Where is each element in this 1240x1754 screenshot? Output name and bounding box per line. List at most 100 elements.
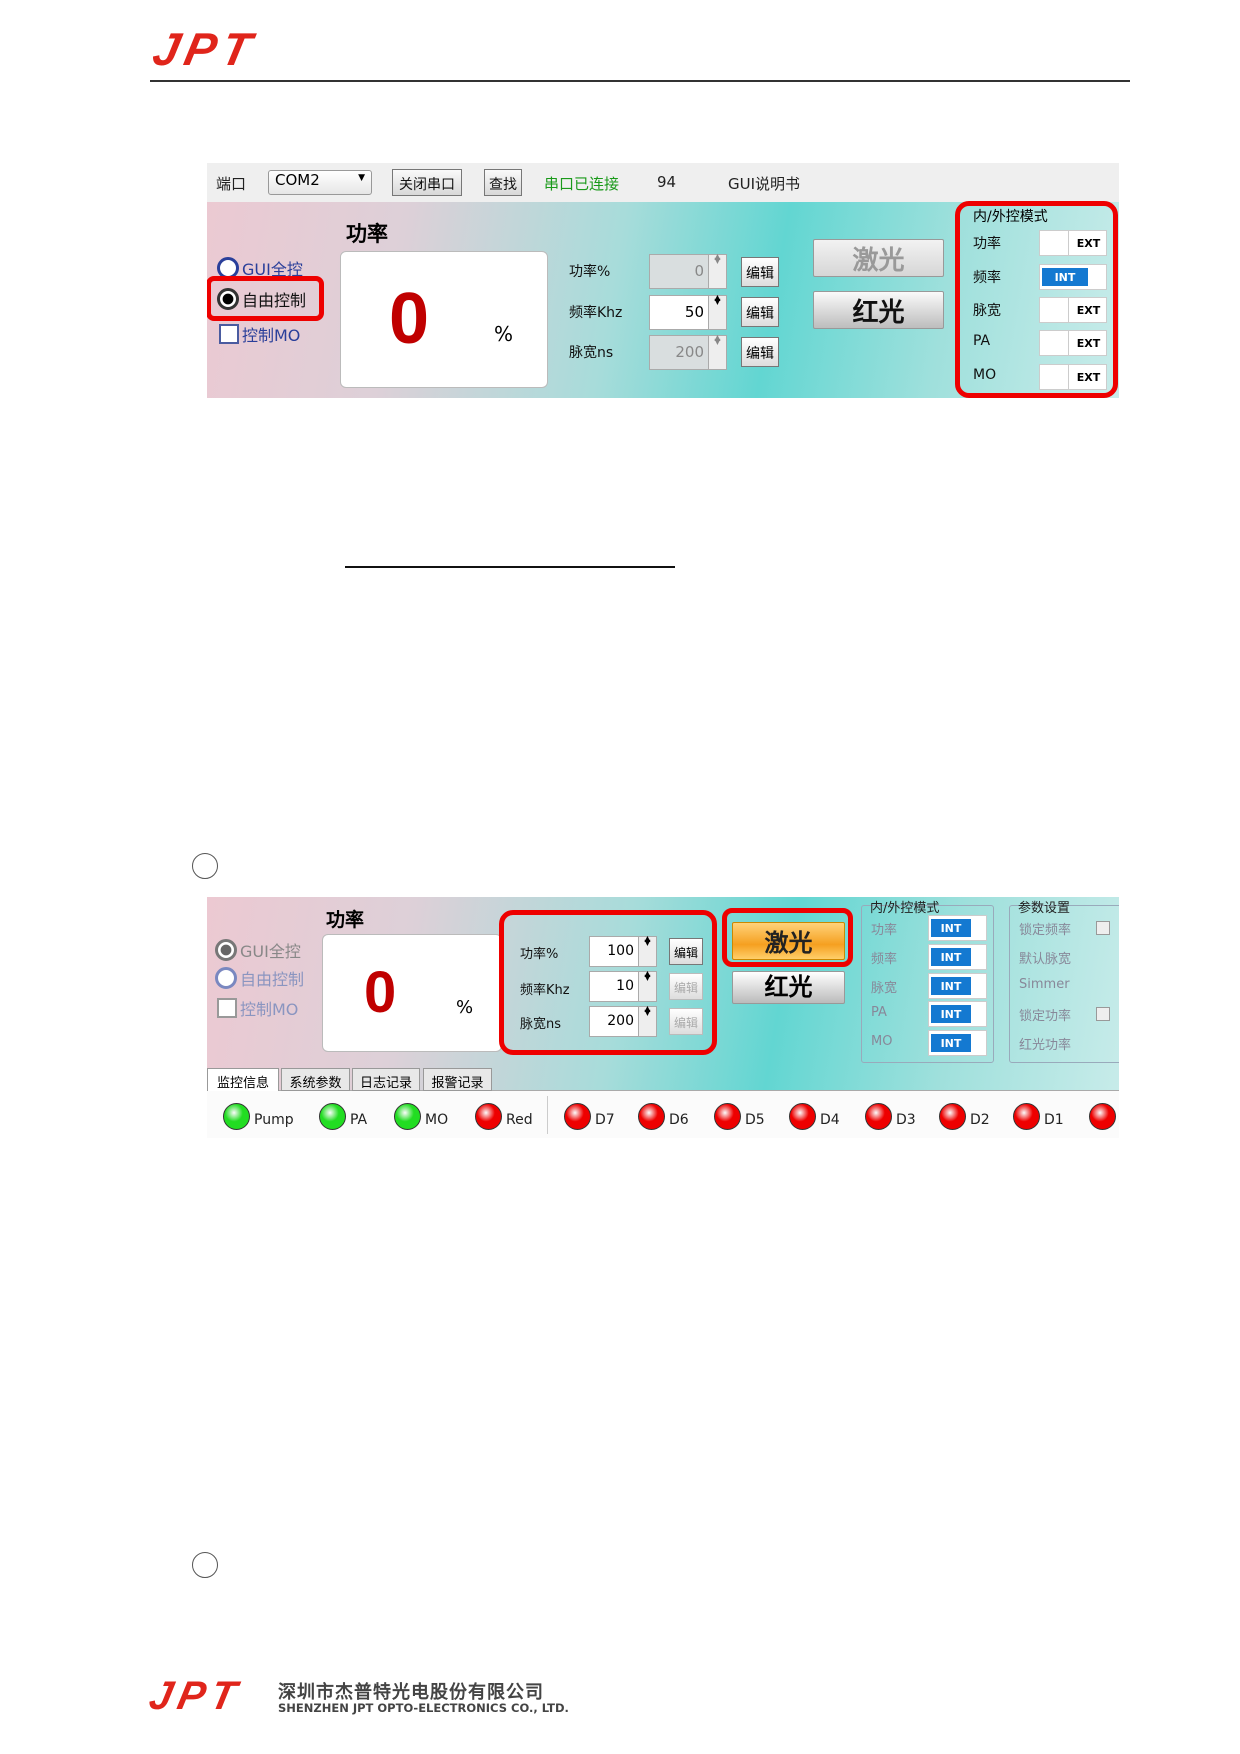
status-led (223, 1103, 250, 1130)
red-light-button[interactable]: 红光 (813, 291, 944, 329)
radio-icon (217, 288, 239, 310)
tab-system-params[interactable]: 系统参数 (281, 1068, 350, 1091)
blank-underline (345, 566, 675, 568)
edit-width-button[interactable]: 编辑 (741, 337, 779, 367)
radio-icon (215, 967, 237, 989)
width-spinner[interactable]: 200▲▼ (649, 334, 727, 370)
power-title: 功率 (326, 909, 365, 931)
spinner-value: 10 (616, 978, 634, 994)
settings-group-title: 参数设置 (1018, 901, 1071, 916)
led-label: Red (506, 1112, 533, 1128)
spinner-value: 100 (607, 943, 634, 959)
power-spinner[interactable]: 0▲▼ (649, 253, 727, 289)
edit-power-button[interactable]: 编辑 (741, 257, 779, 287)
status-led (789, 1103, 816, 1130)
status-led (394, 1103, 421, 1130)
control-group-title: 内/外控模式 (870, 901, 940, 916)
company-name-en: SHENZHEN JPT OPTO-ELECTRONICS CO., LTD. (278, 1701, 569, 1715)
edit-freq-button[interactable]: 编辑 (741, 297, 779, 327)
spinner-arrows-icon[interactable]: ▲▼ (638, 1005, 656, 1036)
laser-button[interactable]: 激光 (732, 922, 845, 960)
freq-spinner[interactable]: 50▲▼ (649, 294, 727, 330)
width-spinner[interactable]: 200▲▼ (589, 1005, 657, 1037)
find-button[interactable]: 查找 (484, 169, 522, 196)
setting-label: 红光功率 (1019, 1038, 1072, 1053)
mode-value: INT (931, 919, 971, 937)
power-unit: % (494, 322, 514, 346)
checkbox-control-mo[interactable]: 控制MO (219, 322, 300, 346)
mode-toggle[interactable]: EXT (1039, 364, 1107, 390)
mode-toggle[interactable]: EXT (1039, 230, 1107, 256)
power-title: 功率 (346, 222, 388, 246)
led-label: MO (425, 1112, 449, 1128)
mode-toggle[interactable]: INT (928, 973, 987, 999)
edit-freq-button[interactable]: 编辑 (669, 973, 703, 1000)
led-separator (547, 1096, 548, 1134)
setting-checkbox[interactable] (1096, 921, 1110, 935)
radio-label: 自由控制 (242, 291, 307, 310)
mode-toggle[interactable]: EXT (1039, 297, 1107, 323)
power-unit: % (456, 997, 474, 1018)
edit-power-button[interactable]: 编辑 (669, 938, 703, 965)
param-label-width: 脉宽ns (520, 1017, 562, 1032)
control-row-label: MO (871, 1034, 893, 1049)
manual-link[interactable]: GUI说明书 (728, 175, 801, 193)
settings-group: 参数设置 (1009, 901, 1119, 1063)
control-row-label: 功率 (973, 236, 1001, 252)
mode-value: EXT (1068, 365, 1108, 389)
power-spinner[interactable]: 100▲▼ (589, 935, 657, 967)
connection-status: 串口已连接 (544, 175, 620, 193)
mode-value: INT (931, 1034, 971, 1052)
led-label: D1 (1044, 1112, 1064, 1128)
param-label-freq: 频率Khz (520, 983, 570, 998)
control-group-title: 内/外控模式 (973, 209, 1048, 225)
status-led (939, 1103, 966, 1130)
mode-value: EXT (1068, 231, 1108, 255)
mode-toggle[interactable]: INT (1039, 264, 1107, 290)
highlight-box (722, 908, 853, 967)
tab-log[interactable]: 日志记录 (352, 1068, 420, 1091)
tab-monitor[interactable]: 监控信息 (207, 1068, 279, 1091)
mode-value: INT (1042, 268, 1088, 286)
spinner-value: 200 (607, 1013, 634, 1029)
edit-width-button[interactable]: 编辑 (669, 1008, 703, 1035)
spinner-arrows-icon[interactable]: ▲▼ (708, 334, 726, 369)
mode-toggle[interactable]: INT (928, 915, 987, 941)
gui-screenshot-laser-on: 功率 GUI全控 自由控制 控制MO 0 % 功率% 频率Khz 脉宽ns 10… (207, 897, 1119, 1138)
laser-button[interactable]: 激光 (813, 239, 944, 277)
control-row-label: PA (973, 333, 991, 349)
close-port-button[interactable]: 关闭串口 (392, 169, 462, 196)
mode-toggle[interactable]: INT (928, 1030, 987, 1056)
setting-checkbox[interactable] (1096, 1007, 1110, 1021)
setting-label: 锁定频率 (1019, 923, 1072, 938)
spinner-arrows-icon[interactable]: ▲▼ (708, 294, 726, 329)
radio-gui-full[interactable]: GUI全控 (215, 938, 301, 962)
spinner-arrows-icon[interactable]: ▲▼ (638, 935, 656, 966)
spinner-arrows-icon[interactable]: ▲▼ (708, 253, 726, 288)
spinner-arrows-icon[interactable]: ▲▼ (638, 970, 656, 1001)
port-select[interactable]: COM2▼ (268, 170, 372, 195)
control-row-label: MO (973, 367, 997, 383)
checkbox-label: 控制MO (242, 326, 301, 345)
freq-spinner[interactable]: 10▲▼ (589, 970, 657, 1002)
param-label-power: 功率% (520, 947, 559, 962)
radio-free-control[interactable]: 自由控制 (215, 966, 304, 990)
tab-alarm[interactable]: 报警记录 (423, 1068, 492, 1091)
control-row-label: 频率 (973, 270, 1001, 286)
toolbar: 端口 COM2▼ 关闭串口 查找 串口已连接 94 GUI说明书 (207, 163, 1119, 202)
radio-icon (215, 939, 237, 961)
setting-label: 默认脉宽 (1019, 952, 1072, 967)
control-group: 内/外控模式 (861, 901, 994, 1063)
checkbox-icon (217, 998, 237, 1018)
param-label-width: 脉宽ns (569, 345, 614, 361)
red-light-button[interactable]: 红光 (732, 971, 845, 1004)
mode-value: INT (931, 948, 971, 966)
control-row-label: 频率 (871, 952, 898, 967)
param-label-power: 功率% (569, 264, 611, 280)
radio-free-control[interactable]: 自由控制 (217, 287, 306, 311)
mode-toggle[interactable]: INT (928, 944, 987, 970)
header-logo: JPT (148, 23, 262, 75)
mode-toggle[interactable]: EXT (1039, 330, 1107, 356)
checkbox-control-mo[interactable]: 控制MO (217, 996, 298, 1020)
mode-toggle[interactable]: INT (928, 1001, 987, 1027)
